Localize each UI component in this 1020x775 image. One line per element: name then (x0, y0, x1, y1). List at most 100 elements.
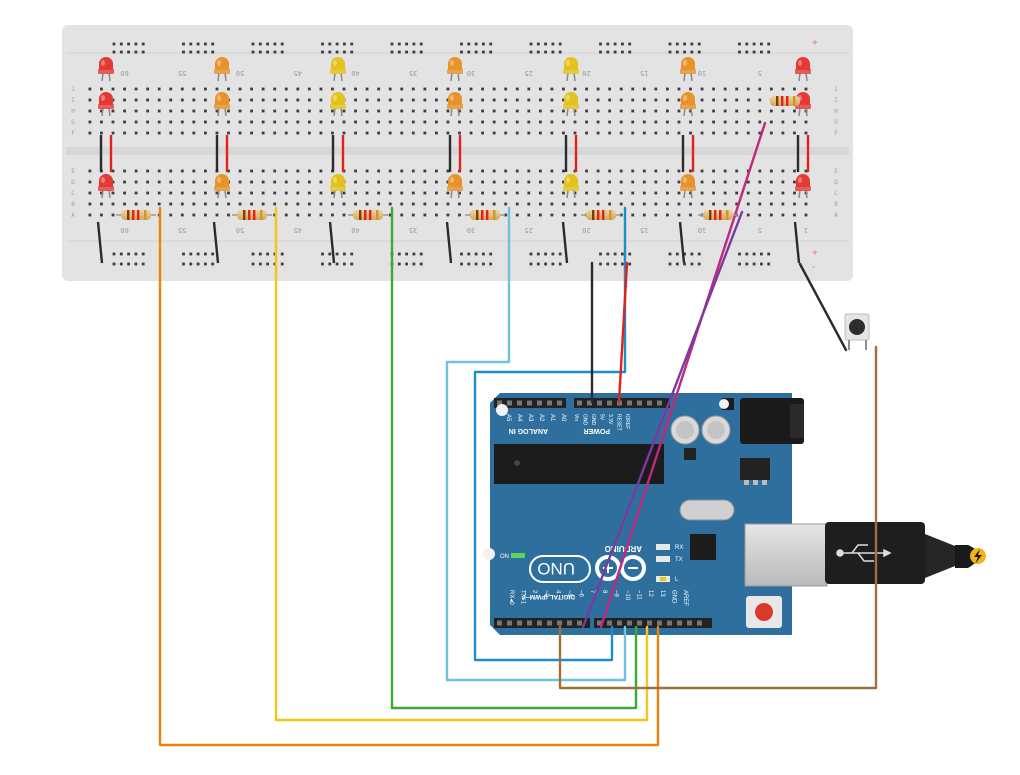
resistor-band (486, 210, 489, 220)
digital-pin[interactable] (607, 620, 612, 626)
wire-pin11-led3[interactable] (390, 206, 638, 710)
gnd-rail-wire[interactable] (96, 221, 104, 264)
digital-pin[interactable] (667, 620, 672, 626)
gnd-rail-wire[interactable] (678, 221, 686, 264)
wires[interactable] (96, 121, 878, 747)
analog-pin[interactable] (517, 400, 522, 406)
arduino-uno-board[interactable]: ANALOG IN POWER IOREFRESET3.3V5VGNDGNDVi… (483, 393, 986, 635)
dc-power-jack[interactable] (740, 398, 804, 444)
digital-pin[interactable] (597, 620, 602, 626)
wire-pin6-button[interactable] (558, 345, 878, 690)
digital-pin[interactable] (557, 620, 562, 626)
current-limiting-resistor[interactable] (586, 210, 616, 220)
digital-pin[interactable] (567, 620, 572, 626)
gnd-rail-wire[interactable] (793, 221, 801, 264)
digital-pin[interactable] (637, 620, 642, 626)
analog-pin[interactable] (527, 400, 532, 406)
wire-button-gnd[interactable] (798, 262, 848, 352)
digital-pin[interactable] (687, 620, 692, 626)
led-upper[interactable] (99, 92, 113, 105)
digital-pin[interactable] (647, 620, 652, 626)
analog-pin[interactable] (497, 400, 502, 406)
led-top-rail[interactable] (99, 57, 113, 70)
analog-pin[interactable] (547, 400, 552, 406)
led-top-rail[interactable] (796, 57, 810, 70)
led-upper[interactable] (331, 92, 345, 105)
current-limiting-resistor[interactable] (470, 210, 500, 220)
led-upper[interactable] (564, 92, 578, 105)
pushbutton-cap[interactable] (849, 319, 865, 335)
breadboard-components[interactable] (98, 57, 811, 220)
wire-pin7-led7[interactable] (581, 210, 744, 629)
gnd-rail-wire[interactable] (445, 221, 453, 264)
led-lower[interactable] (796, 174, 810, 187)
led-lower[interactable] (681, 174, 695, 187)
led-top-rail[interactable] (331, 57, 345, 70)
wire-pin12-led2[interactable] (274, 206, 649, 722)
digital-pin[interactable] (577, 620, 582, 626)
rail-hole (752, 42, 756, 46)
led-top-rail[interactable] (215, 57, 229, 70)
wire-pin8-led6[interactable] (599, 121, 767, 629)
led-lower[interactable] (99, 174, 113, 187)
wire-pin10-led4[interactable] (445, 206, 627, 682)
usb-b-connector[interactable] (744, 523, 828, 587)
digital-pin[interactable] (527, 620, 532, 626)
led-lower[interactable] (564, 174, 578, 187)
power-pin[interactable] (587, 400, 592, 406)
gnd-rail-wire[interactable] (561, 221, 569, 264)
led-upper[interactable] (681, 92, 695, 105)
current-limiting-resistor[interactable] (353, 210, 383, 220)
led-top-rail[interactable] (564, 57, 578, 70)
breadboard-hole (550, 131, 554, 135)
column-label: 40 (351, 69, 359, 77)
analog-pin[interactable] (537, 400, 542, 406)
digital-pin[interactable] (507, 620, 512, 626)
wire-pin9-led5[interactable] (473, 206, 627, 662)
pullup-resistor[interactable] (770, 96, 800, 106)
digital-header-right[interactable] (594, 618, 712, 628)
power-pin[interactable] (577, 400, 582, 406)
current-limiting-resistor[interactable] (703, 210, 733, 220)
breadboard-hole (723, 98, 727, 102)
led-lower[interactable] (448, 174, 462, 187)
digital-pin[interactable] (617, 620, 622, 626)
power-pin[interactable] (657, 400, 662, 406)
power-pin[interactable] (607, 400, 612, 406)
rail-hole (697, 50, 701, 54)
analog-pin[interactable] (557, 400, 562, 406)
current-limiting-resistor[interactable] (121, 210, 151, 220)
digital-pin[interactable] (677, 620, 682, 626)
breadboard-hole (642, 120, 646, 124)
breadboard-hole (365, 131, 369, 135)
digital-pin[interactable] (497, 620, 502, 626)
wire-pin13-led1[interactable] (158, 206, 660, 747)
current-limiting-resistor[interactable] (237, 210, 267, 220)
digital-pin[interactable] (537, 620, 542, 626)
led-upper[interactable] (215, 92, 229, 105)
power-pin[interactable] (627, 400, 632, 406)
led-upper[interactable] (448, 92, 462, 105)
breadboard-hole (446, 120, 450, 124)
gnd-rail-wire[interactable] (212, 221, 220, 264)
led-top-rail[interactable] (448, 57, 462, 70)
wire-5v-rail[interactable] (617, 261, 629, 404)
gnd-rail-wire[interactable] (328, 221, 336, 264)
digital-pin[interactable] (697, 620, 702, 626)
rail-hole (752, 50, 756, 54)
breadboard-hole (504, 213, 508, 217)
digital-pin[interactable] (657, 620, 662, 626)
power-pin[interactable] (647, 400, 652, 406)
digital-pin[interactable] (517, 620, 522, 626)
digital-pin[interactable] (627, 620, 632, 626)
reset-button[interactable] (755, 603, 773, 621)
digital-pin[interactable] (547, 620, 552, 626)
led-lower[interactable] (331, 174, 345, 187)
analog-pin[interactable] (507, 400, 512, 406)
power-pin[interactable] (637, 400, 642, 406)
pushbutton[interactable] (844, 313, 870, 350)
led-top-rail[interactable] (681, 57, 695, 70)
led-lower[interactable] (215, 174, 229, 187)
power-pin[interactable] (597, 400, 602, 406)
